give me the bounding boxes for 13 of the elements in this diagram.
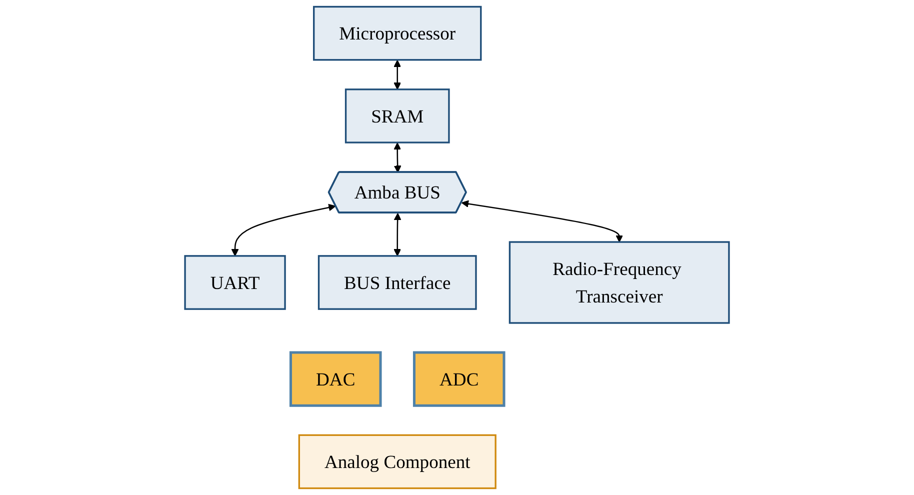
- node-box: Analog Component: [298, 434, 496, 490]
- arrow: [394, 60, 402, 90]
- node-box: BUS Interface: [318, 255, 477, 310]
- node-box: SRAM: [344, 88, 450, 144]
- arrow: [394, 142, 402, 173]
- node-box: Microprocessor: [313, 6, 482, 61]
- node-box: UART: [184, 255, 286, 310]
- node-box: Radio-Frequency Transceiver: [508, 241, 730, 324]
- arrow: [394, 212, 402, 256]
- arrow: [461, 200, 624, 242]
- node-box: ADC: [412, 351, 506, 407]
- node-box: DAC: [289, 351, 382, 407]
- arrow: [231, 204, 336, 256]
